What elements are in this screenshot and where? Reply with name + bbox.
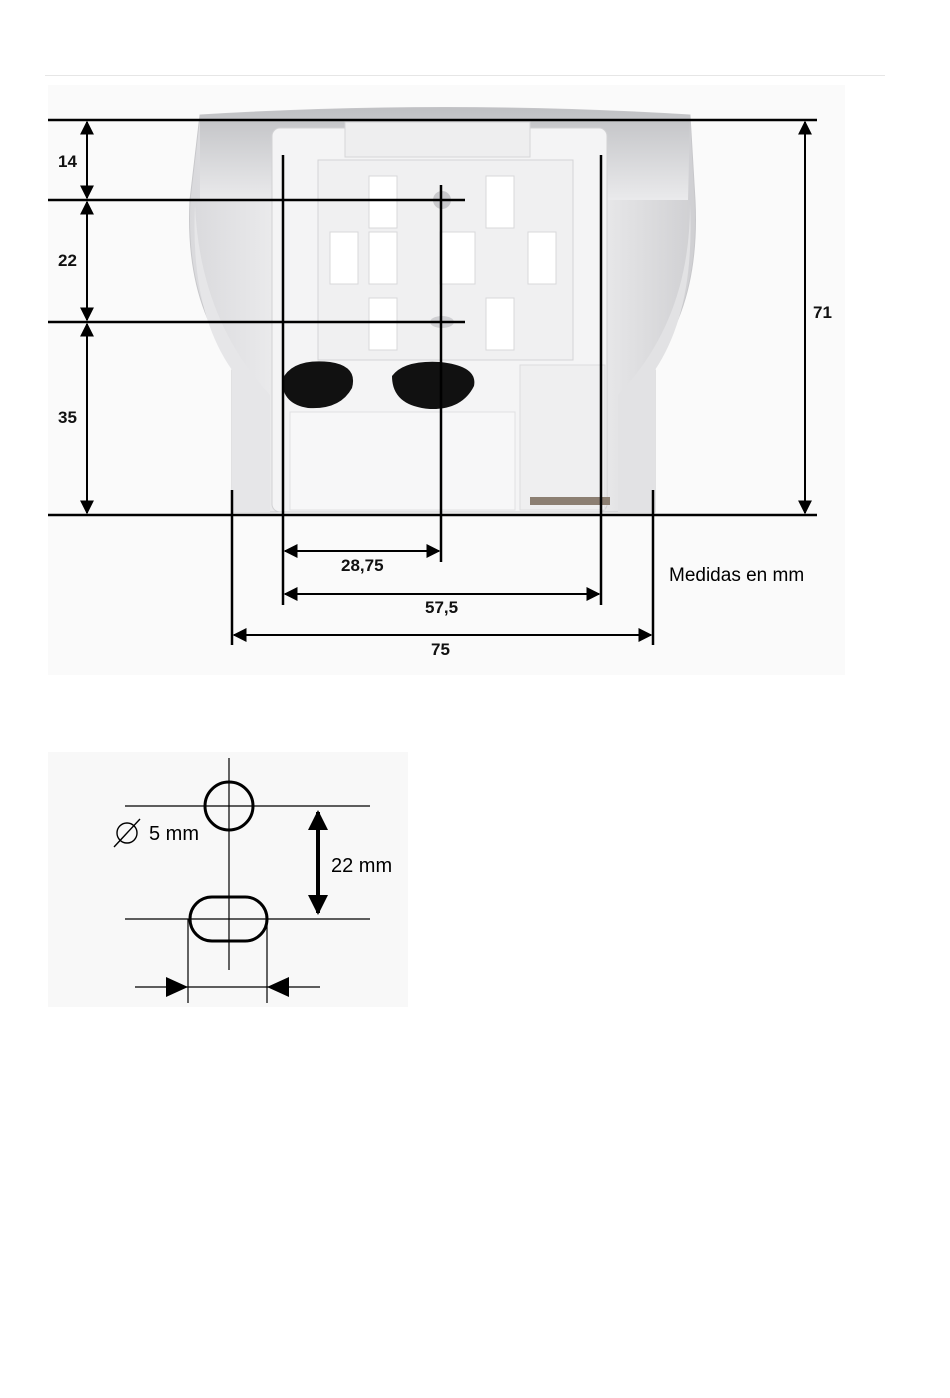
dim-label-75: 75 <box>431 640 450 659</box>
device-body <box>190 108 696 513</box>
dim-label-35: 35 <box>58 408 77 427</box>
detail-background <box>48 752 408 1007</box>
dim-label-28-75: 28,75 <box>341 556 384 575</box>
spacing-label: 22 mm <box>331 855 392 877</box>
dim-label-14: 14 <box>58 152 77 171</box>
dim-label-57-5: 57,5 <box>425 598 458 617</box>
units-note: Medidas en mm <box>669 565 804 586</box>
dim-label-22: 22 <box>58 251 77 270</box>
device-dimension-figure: 14 22 35 71 28,75 57,5 75 Medidas en mm <box>0 0 950 700</box>
diameter-label: 5 mm <box>149 823 199 845</box>
mounting-holes-figure: 5 mm 22 mm <box>0 740 950 1020</box>
dim-label-71: 71 <box>813 303 832 322</box>
